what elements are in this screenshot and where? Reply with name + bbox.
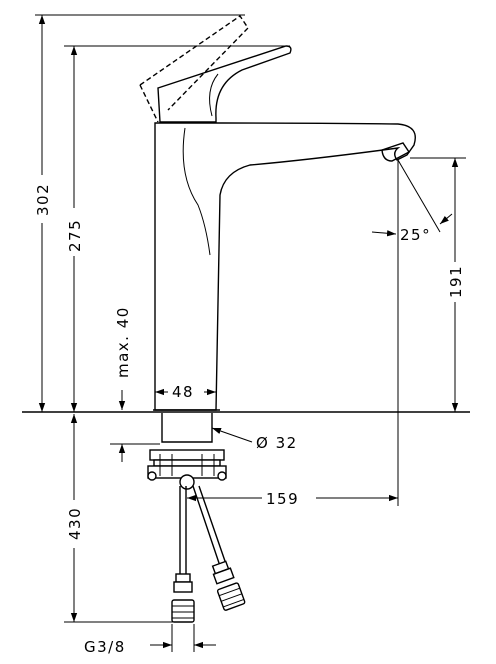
dim-body-height: 275 [66,219,84,252]
faucet-body [154,122,416,411]
dim-spout-reach: 159 [266,490,299,508]
dimension-lines [35,14,466,652]
dim-connection: G3/8 [84,638,126,656]
supply-hoses [171,485,246,623]
dim-base-diameter: 48 [172,383,194,401]
threaded-shank [161,413,213,443]
faucet-outline [139,15,416,623]
handle-lever [157,45,292,123]
dim-spout-angle: 25° [400,226,431,244]
dim-total-height: 302 [34,183,52,216]
lock-nut [147,449,227,490]
aerator [381,142,411,162]
dimension-labels: 302 275 max. 40 48 Ø 32 25° 191 159 430 … [34,175,465,656]
dim-thread-diameter: Ø 32 [256,434,298,452]
body-contour [182,127,211,256]
dim-max-thickness: max. 40 [114,306,132,378]
handle-raised-position [139,15,249,111]
dim-hose-length: 430 [66,507,84,540]
dim-spout-height: 191 [447,265,465,298]
handle-contour [209,73,219,117]
handle-raised-edge [139,84,159,123]
